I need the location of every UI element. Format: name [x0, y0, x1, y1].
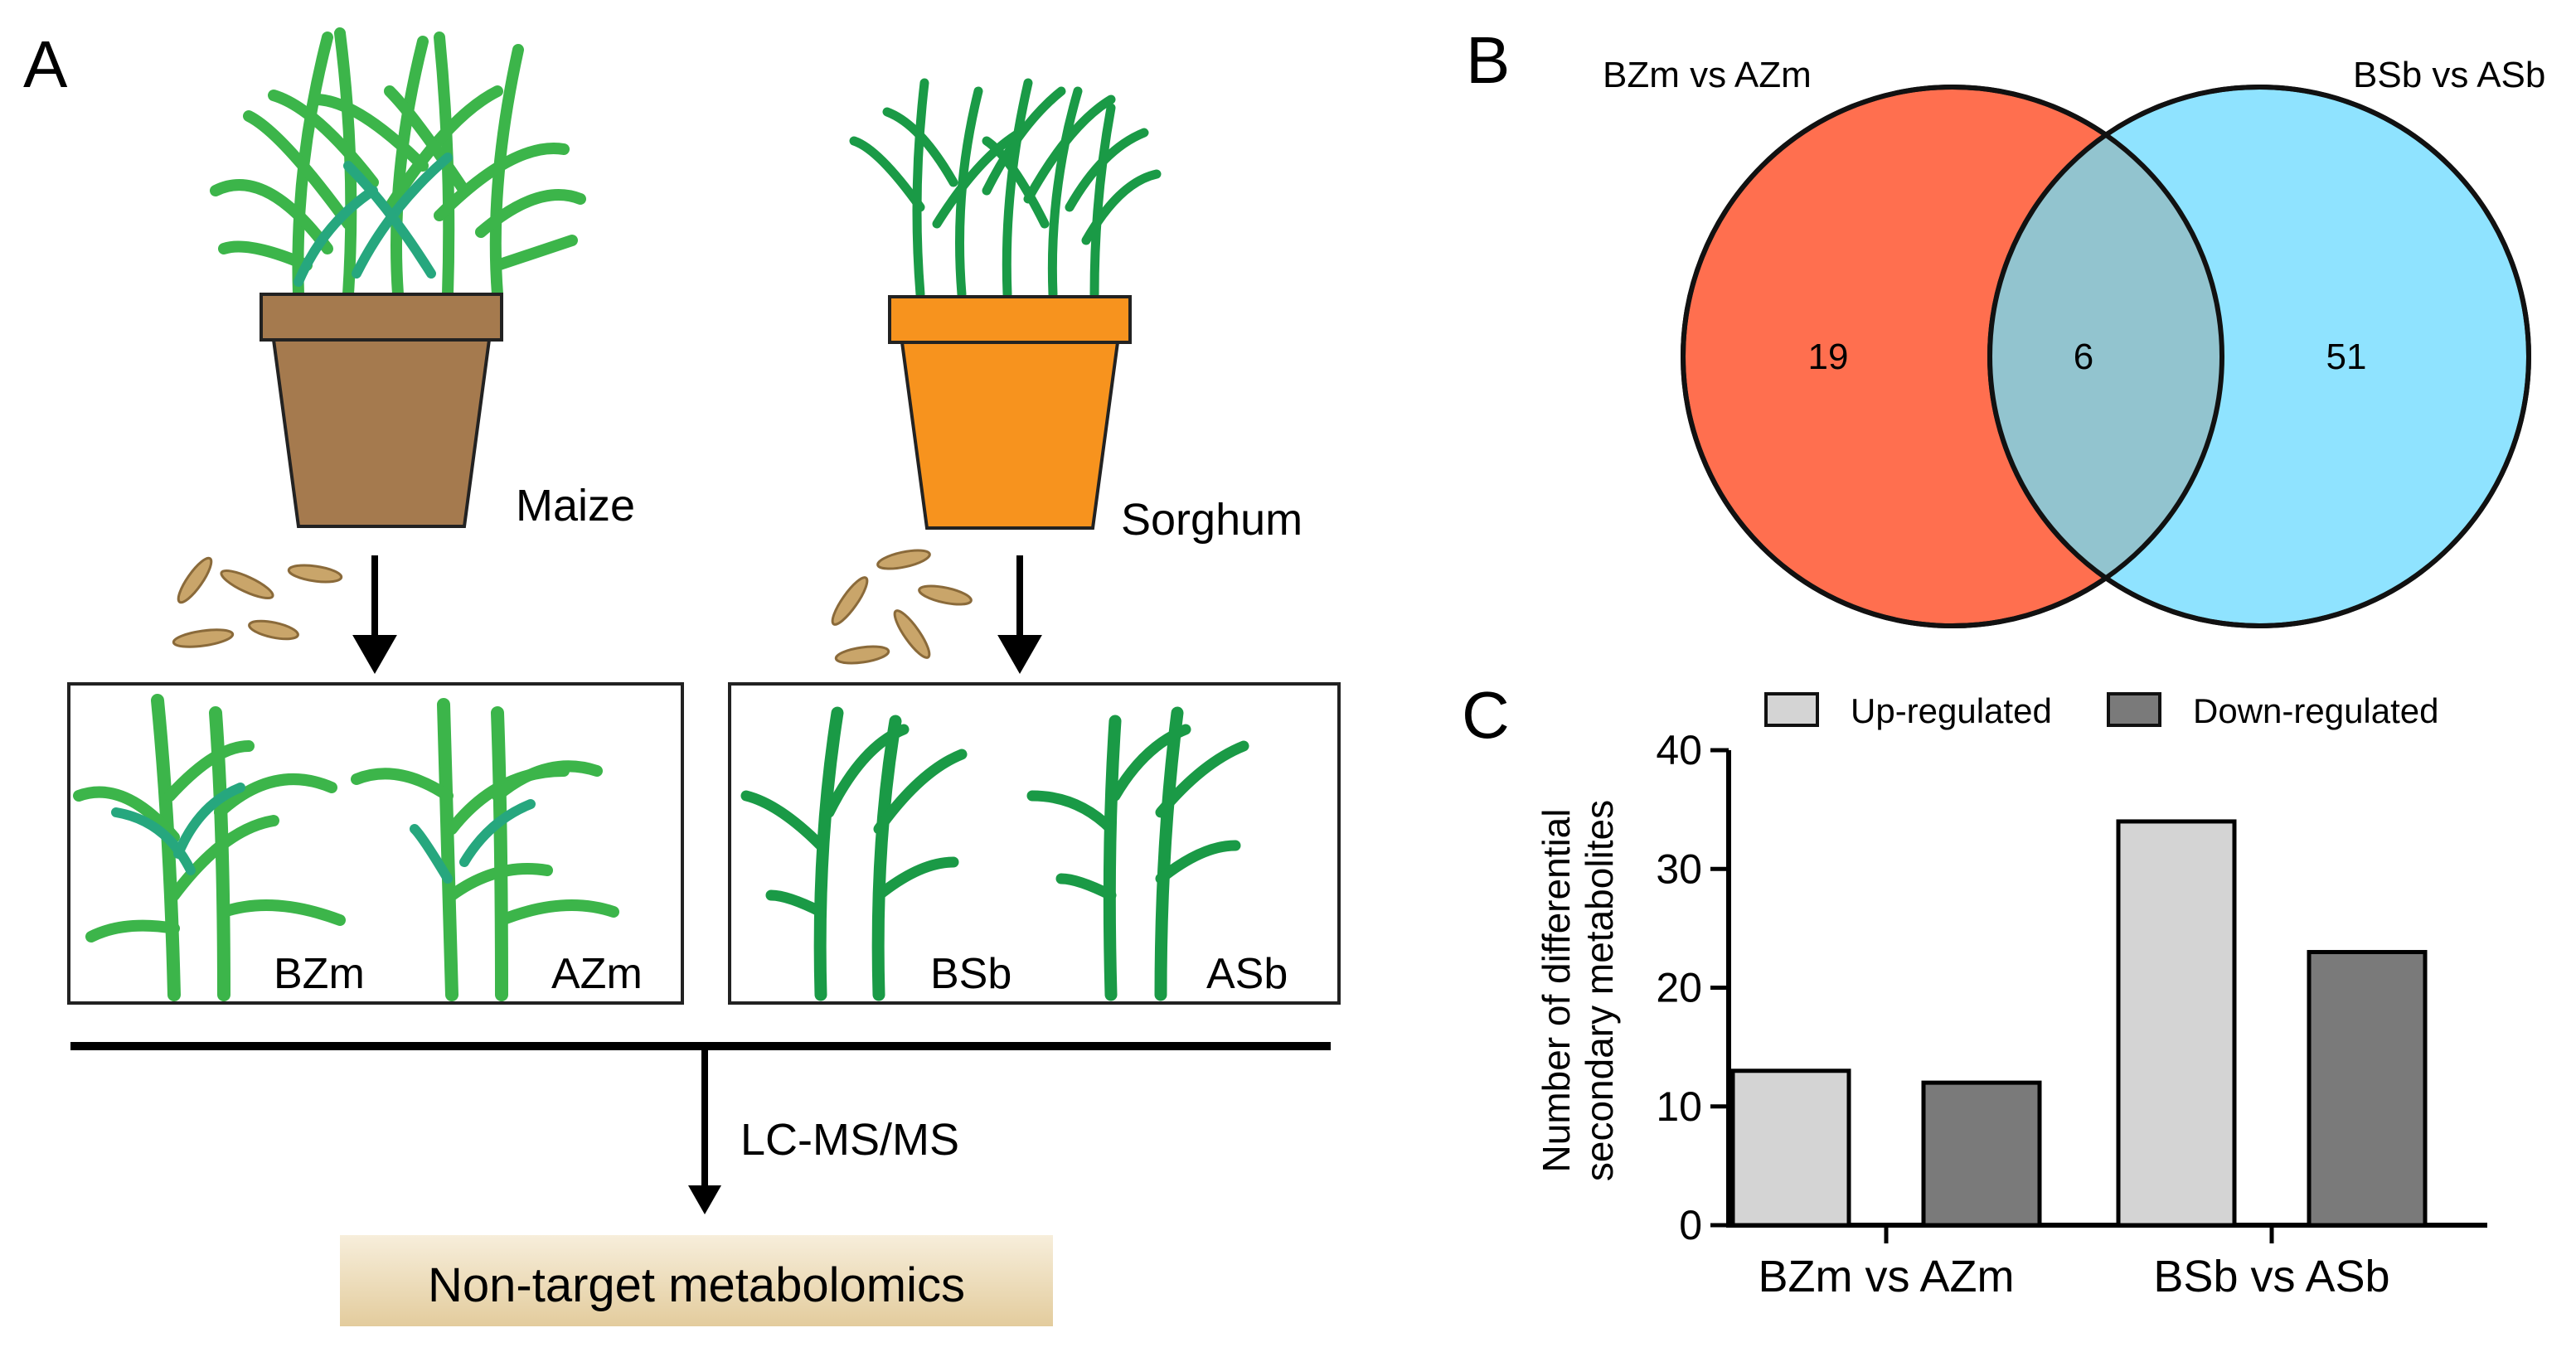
group-label-asb: ASb — [1206, 950, 1288, 998]
y-tick-label: 40 — [1656, 727, 1702, 773]
maize-label: Maize — [516, 481, 635, 531]
larva-icon — [220, 569, 274, 600]
bar-up-0 — [1730, 1069, 1851, 1228]
bar-down-0 — [1921, 1080, 2042, 1228]
venn-right-set-label: BSb vs ASb — [2353, 55, 2545, 95]
group-label-bsb: BSb — [930, 950, 1011, 998]
panel-a-label: A — [23, 27, 68, 101]
group-label-azm: AZm — [551, 950, 643, 998]
maize-pot-rim — [260, 293, 503, 342]
x-category-label: BSb vs ASb — [2153, 1252, 2389, 1301]
result-label: Non-target metabolomics — [428, 1258, 965, 1312]
larva-icon — [834, 645, 890, 665]
larva-icon — [287, 564, 343, 584]
maize-treatment-box: BZm AZm — [67, 682, 684, 1005]
larva-icon — [918, 584, 973, 606]
legend-swatch-up — [1764, 692, 1819, 727]
sorghum-pot-rim — [888, 295, 1132, 344]
y-tick-label: 20 — [1656, 965, 1702, 1011]
panel-c-label: C — [1462, 678, 1510, 752]
panel-b: B BZm vs AZm BSb vs ASb 19 6 51 — [1466, 23, 2545, 628]
maize-larvae — [172, 556, 343, 648]
legend-label-up: Up-regulated — [1851, 691, 2052, 730]
sorghum-potted-plant — [849, 78, 1162, 530]
group-label-bzm: BZm — [274, 950, 365, 998]
larva-icon — [893, 609, 931, 659]
maize-plant-bzm — [73, 694, 346, 1001]
panel-c: C Up-regulated Down-regulated Number of … — [1462, 678, 2487, 1301]
y-tick-label: 0 — [1679, 1202, 1702, 1248]
maize-seedling-cluster — [210, 27, 586, 300]
chart-legend: Up-regulated Down-regulated — [1764, 691, 2439, 730]
larva-icon — [172, 628, 235, 648]
sorghum-seedling-cluster — [849, 78, 1162, 299]
larva-icon — [831, 576, 869, 626]
larva-icon — [248, 619, 299, 641]
bar-down-1 — [2307, 950, 2428, 1228]
feeding-arrows — [352, 555, 1042, 675]
y-tick-label: 30 — [1656, 846, 1702, 892]
larva-icon — [876, 549, 931, 570]
maize-plant-azm — [351, 698, 619, 1001]
sorghum-treatment-box: BSb ASb — [728, 682, 1341, 1005]
maize-pot-body — [271, 338, 492, 528]
y-axis-title-line2: secondary metabolites — [1578, 800, 1621, 1181]
chart-bars — [1730, 819, 2428, 1228]
y-axis-title-line1: Number of differential — [1535, 809, 1578, 1173]
venn-overlap-region — [1990, 135, 2222, 578]
sorghum-plant-bsb — [740, 706, 968, 1001]
panel-a: A — [23, 27, 1341, 1326]
maize-potted-plant — [210, 27, 586, 528]
larva-icon — [177, 556, 213, 604]
legend-label-down: Down-regulated — [2193, 691, 2439, 730]
venn-left-only-count: 19 — [1808, 337, 1849, 377]
y-tick-label: 10 — [1656, 1083, 1702, 1130]
sorghum-pot-body — [900, 341, 1120, 530]
x-category-label: BZm vs AZm — [1759, 1252, 2015, 1301]
legend-swatch-down — [2107, 692, 2161, 727]
venn-left-set-label: BZm vs AZm — [1603, 55, 1812, 95]
sorghum-plant-asb — [1026, 706, 1249, 1001]
panel-b-label: B — [1466, 23, 1510, 97]
sorghum-label: Sorghum — [1121, 495, 1303, 545]
venn-overlap-count: 6 — [2074, 337, 2093, 377]
method-label: LC-MS/MS — [740, 1115, 959, 1165]
bar-up-1 — [2116, 819, 2237, 1228]
sorghum-larvae — [831, 549, 973, 665]
result-box — [340, 1235, 1053, 1326]
venn-right-only-count: 51 — [2326, 337, 2367, 377]
